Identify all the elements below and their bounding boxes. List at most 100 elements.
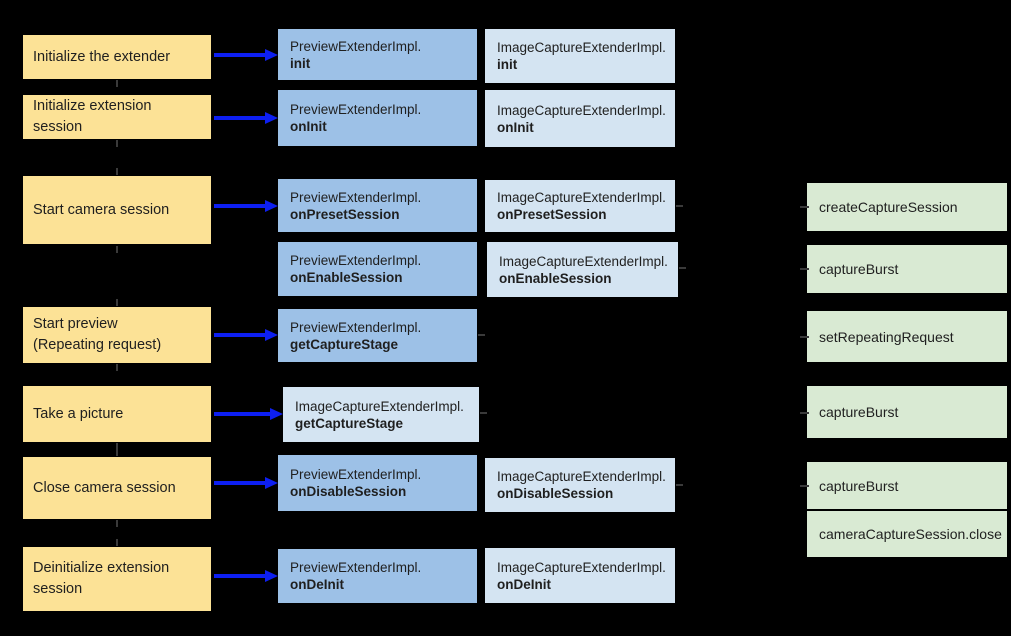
method-name-label: onEnableSession [290, 270, 403, 285]
step-label: Close camera session [33, 479, 176, 496]
connector-tick [478, 334, 485, 336]
connector-tick [116, 140, 118, 147]
connector-tick [800, 206, 809, 208]
connector-tick [116, 443, 118, 450]
class-name-label: PreviewExtenderImpl. [290, 560, 422, 575]
arrow-shaft [214, 574, 267, 578]
camera2-captureburst-box-1: captureBurst [807, 245, 1007, 293]
arrow-shaft [214, 481, 267, 485]
step-label: session [33, 581, 83, 597]
connector-tick [116, 449, 118, 456]
arrow-initialize-extension-session [214, 112, 278, 124]
arrow-shaft [214, 53, 267, 57]
class-name-label: ImageCaptureExtenderImpl. [497, 469, 666, 484]
image-capture-impl-oninit-box: ImageCaptureExtenderImpl. onInit [485, 90, 675, 147]
step-label: (Repeating request) [33, 337, 162, 353]
api-label: captureBurst [819, 261, 899, 277]
arrow-deinitialize-extension-session [214, 570, 278, 582]
connector-tick [116, 520, 118, 527]
method-name-label: init [497, 57, 518, 72]
method-name-label: onDisableSession [497, 486, 614, 501]
image-capture-impl-init-box: ImageCaptureExtenderImpl. init [485, 29, 675, 83]
arrow-head-icon [265, 477, 278, 489]
preview-impl-ondisablesession-box: PreviewExtenderImpl. onDisableSession [278, 455, 477, 511]
method-name-label: onDeInit [290, 577, 344, 592]
connector-tick [116, 168, 118, 175]
preview-impl-ondeinit-box: PreviewExtenderImpl. onDeInit [278, 549, 477, 603]
arrow-shaft [214, 116, 267, 120]
connector-tick [800, 485, 809, 487]
arrow-head-icon [265, 570, 278, 582]
arrow-head-icon [265, 49, 278, 61]
connector-tick [676, 205, 683, 207]
image-capture-impl-ondisablesession-box: ImageCaptureExtenderImpl. onDisableSessi… [485, 458, 675, 512]
preview-impl-oninit-box: PreviewExtenderImpl. onInit [278, 90, 477, 146]
method-name-label: onInit [290, 119, 327, 134]
camera2-setrepeatingrequest-box: setRepeatingRequest [807, 311, 1007, 362]
step-label: Initialize extension [33, 98, 152, 114]
step-box-start-camera-session: Start camera session [23, 176, 211, 244]
arrow-head-icon [265, 200, 278, 212]
method-name-label: onDisableSession [290, 484, 407, 499]
api-label: captureBurst [819, 404, 899, 420]
arrow-start-camera-session [214, 200, 278, 212]
arrow-start-preview [214, 329, 278, 341]
connector-tick [116, 299, 118, 306]
method-name-label: getCaptureStage [295, 415, 404, 431]
connector-tick [480, 412, 487, 414]
class-name-label: ImageCaptureExtenderImpl. [497, 102, 666, 118]
class-name-label: ImageCaptureExtenderImpl. [497, 40, 666, 55]
method-name-label: onPresetSession [497, 207, 607, 222]
api-label: cameraCaptureSession.close [819, 526, 1002, 542]
preview-impl-getcapturestage-box: PreviewExtenderImpl. getCaptureStage [278, 309, 477, 362]
api-label: createCaptureSession [819, 199, 958, 215]
connector-tick [676, 484, 683, 486]
arrow-head-icon [265, 329, 278, 341]
method-name-label: onDeInit [497, 576, 551, 592]
method-name-label: init [290, 55, 311, 71]
step-box-initialize-extender: Initialize the extender [23, 35, 211, 79]
camera2-captureburst-box-2: captureBurst [807, 386, 1007, 438]
connector-tick [116, 539, 118, 546]
class-name-label: ImageCaptureExtenderImpl. [497, 190, 666, 205]
camera2-cameracapturesession-close-box: cameraCaptureSession.close [807, 509, 1007, 557]
step-box-close-camera-session: Close camera session [23, 457, 211, 519]
arrow-close-camera-session [214, 477, 278, 489]
method-name-label: onPresetSession [290, 206, 400, 222]
step-label: session [33, 119, 83, 135]
arrow-shaft [214, 333, 267, 337]
step-box-deinitialize-extension-session: Deinitialize extension session [23, 547, 211, 611]
image-capture-impl-getcapturestage-box: ImageCaptureExtenderImpl. getCaptureStag… [283, 387, 479, 442]
step-box-initialize-extension-session: Initialize extension session [23, 95, 211, 139]
camera2-captureburst-box-3: captureBurst [807, 462, 1007, 509]
api-label: setRepeatingRequest [819, 328, 954, 345]
step-label: Initialize the extender [33, 48, 171, 65]
connector-tick [116, 80, 118, 87]
method-name-label: onEnableSession [499, 270, 612, 286]
method-name-label: getCaptureStage [290, 336, 399, 352]
connector-tick [679, 267, 686, 269]
preview-impl-onpresetsession-box: PreviewExtenderImpl. onPresetSession [278, 179, 477, 232]
step-box-take-a-picture: Take a picture [23, 386, 211, 442]
image-capture-impl-onpresetsession-box: ImageCaptureExtenderImpl. onPresetSessio… [485, 180, 675, 232]
class-name-label: PreviewExtenderImpl. [290, 467, 422, 482]
class-name-label: ImageCaptureExtenderImpl. [497, 559, 666, 575]
step-label: Start camera session [33, 201, 170, 218]
arrow-head-icon [265, 112, 278, 124]
connector-tick [800, 336, 809, 338]
class-name-label: PreviewExtenderImpl. [290, 189, 422, 205]
connector-tick [800, 412, 809, 414]
step-label: Deinitialize extension [33, 560, 170, 576]
class-name-label: ImageCaptureExtenderImpl. [295, 398, 464, 414]
preview-impl-onenablesession-box: PreviewExtenderImpl. onEnableSession [278, 242, 477, 296]
class-name-label: PreviewExtenderImpl. [290, 38, 422, 54]
arrow-take-a-picture [214, 408, 283, 420]
method-name-label: onInit [497, 119, 534, 135]
preview-impl-init-box: PreviewExtenderImpl. init [278, 29, 477, 80]
connector-tick [116, 364, 118, 371]
class-name-label: ImageCaptureExtenderImpl. [499, 253, 668, 269]
step-label: Take a picture [33, 405, 124, 422]
arrow-shaft [214, 204, 267, 208]
image-capture-impl-ondeinit-box: ImageCaptureExtenderImpl. onDeInit [485, 548, 675, 603]
